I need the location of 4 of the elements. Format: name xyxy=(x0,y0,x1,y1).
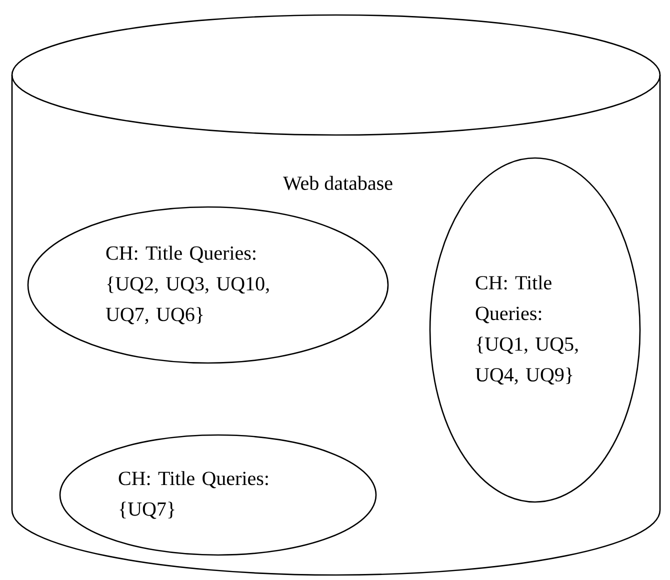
ellipse-node: CH: Title Queries: {UQ2, UQ3, UQ10, UQ7, UQ6} xyxy=(27,206,389,364)
node-label: Web database xyxy=(283,176,392,190)
ellipse-node: CH: Title Queries: {UQ7} xyxy=(59,434,377,556)
ellipse-node: CH: Title Queries: {UQ1, UQ5, UQ4, UQ9} xyxy=(429,157,641,503)
